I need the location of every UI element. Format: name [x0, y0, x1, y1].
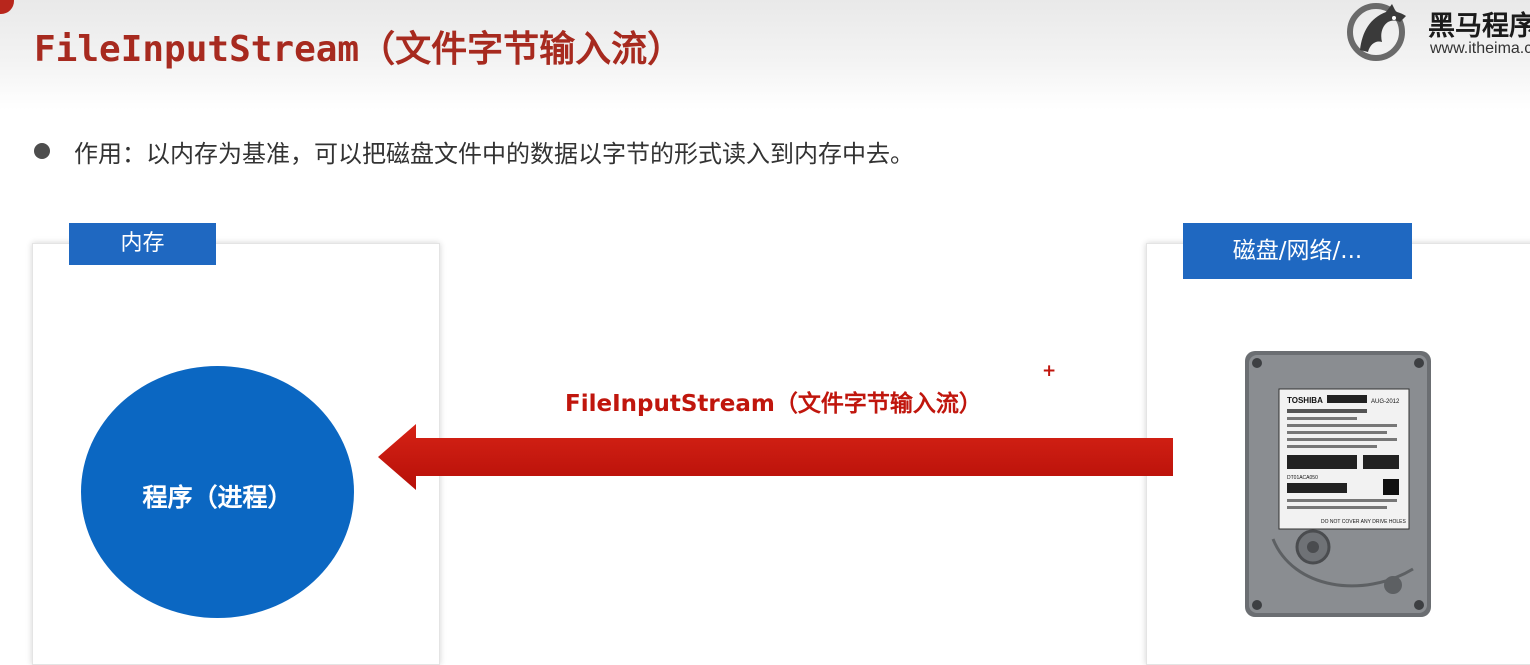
- plus-mark: +: [1042, 361, 1057, 381]
- brand-url: www.itheima.com: [1430, 40, 1530, 57]
- storage-tag: 磁盘/网络/...: [1183, 223, 1412, 279]
- bullet-text: 作用：以内存为基准，可以把磁盘文件中的数据以字节的形式读入到内存中去。: [74, 140, 914, 168]
- hdd-brand-text: TOSHIBA: [1287, 396, 1323, 405]
- panel-gap-mark: [371, 521, 397, 579]
- program-circle: 程序（进程）: [81, 366, 354, 618]
- slide-header: [0, 0, 1530, 110]
- arrow-tail-cap: [1173, 422, 1201, 478]
- horse-head-icon: [1347, 3, 1406, 61]
- brand-logo: 黑马程序员 www.itheima.com: [1346, 0, 1530, 66]
- brand-name: 黑马程序员: [1428, 11, 1530, 42]
- hard-disk-drive-icon: TOSHIBA AUG-2012 DT01ACA050 DO NOT COVER…: [1245, 351, 1431, 617]
- memory-tag: 内存: [69, 223, 216, 265]
- hdd-warning-text: DO NOT COVER ANY DRIVE HOLES: [1321, 519, 1407, 525]
- bullet-dot-icon: [34, 143, 50, 159]
- program-label: 程序（进程）: [142, 483, 293, 512]
- arrow-label: FileInputStream（文件字节输入流）: [565, 391, 982, 417]
- hdd-date-text: AUG-2012: [1371, 399, 1400, 405]
- hdd-model-text: DT01ACA050: [1287, 475, 1318, 481]
- slide-title: FileInputStream（文件字节输入流）: [34, 29, 684, 70]
- read-direction-arrow: [378, 424, 1178, 490]
